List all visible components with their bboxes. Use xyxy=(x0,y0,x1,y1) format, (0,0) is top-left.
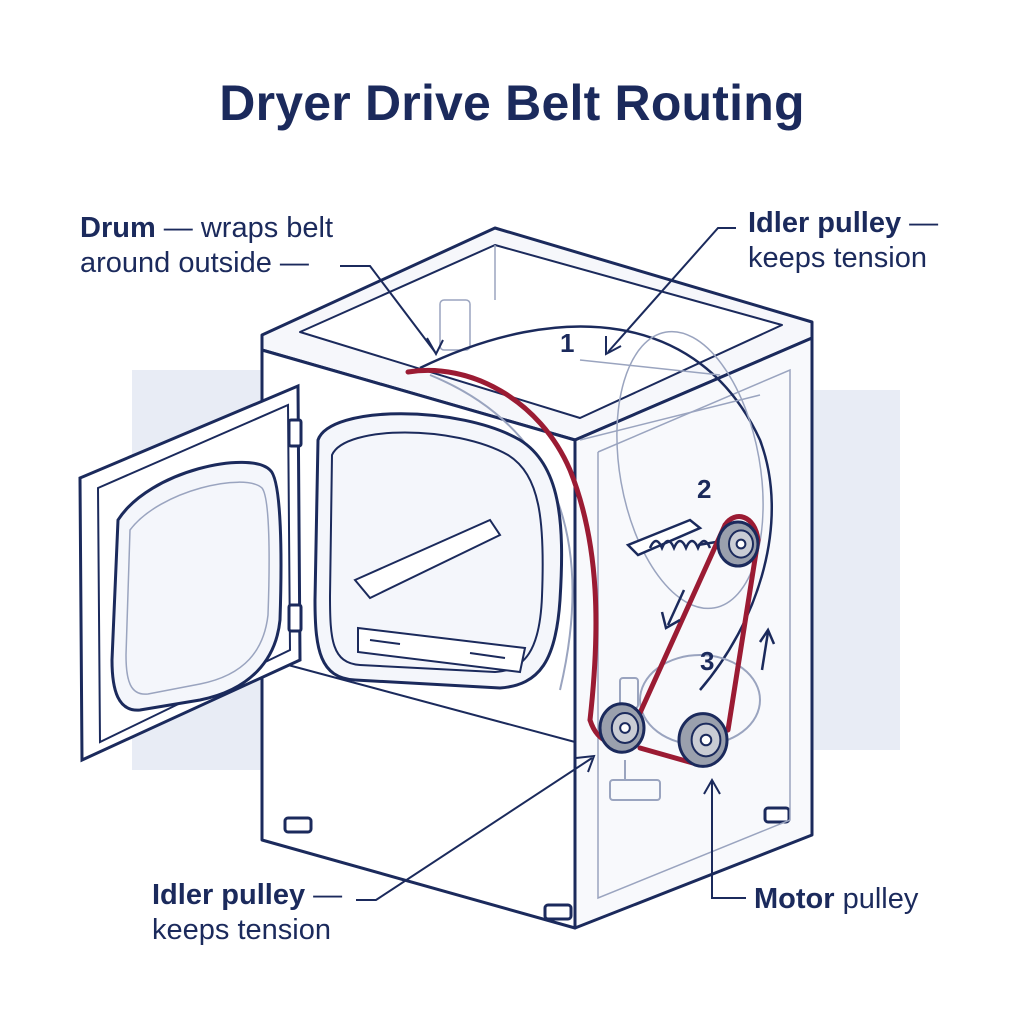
callout-idler-bottom-name: Idler pulley xyxy=(152,879,306,911)
callout-drum-line2: around outside — xyxy=(80,247,309,279)
leader-lines xyxy=(340,227,746,901)
callout-idler-bottom: Idler pulley — keeps tension xyxy=(152,878,342,948)
callout-idler-top-name: Idler pulley xyxy=(748,207,902,239)
callout-motor-text: pulley xyxy=(834,883,919,915)
callout-idler-top-line2: keeps tension xyxy=(748,242,927,274)
callout-motor: Motor pulley xyxy=(754,882,918,917)
pulleys-group xyxy=(598,520,760,768)
dryer-door xyxy=(78,383,303,763)
idler-pulley-upper xyxy=(716,520,760,568)
callout-motor-name: Motor xyxy=(754,883,835,915)
belt-direction-arrows xyxy=(660,589,776,671)
arrow-down-icon xyxy=(660,589,686,630)
callout-idler-top: Idler pulley — keeps tension xyxy=(748,206,938,276)
arrow-up-icon xyxy=(758,627,776,671)
callout-idler-top-dash: — xyxy=(901,207,939,239)
step-number-1: 1 xyxy=(560,328,575,358)
leader-idler-bottom xyxy=(356,757,593,901)
callout-idler-bottom-line2: keeps tension xyxy=(152,914,331,946)
motor-pulley xyxy=(677,712,729,768)
idler-pulley-lower xyxy=(598,702,646,754)
leader-idler-top xyxy=(607,227,736,353)
callout-idler-bottom-dash: — xyxy=(305,879,343,911)
callout-drum: Drum — wraps belt around outside — xyxy=(80,211,333,281)
leader-drum xyxy=(340,265,436,353)
step-number-2: 2 xyxy=(697,474,712,504)
leader-motor xyxy=(711,782,746,899)
page-title: Dryer Drive Belt Routing xyxy=(219,75,805,131)
callout-drum-name: Drum xyxy=(80,212,156,244)
tension-spring xyxy=(625,518,729,557)
door-opening xyxy=(313,412,564,690)
step-number-3: 3 xyxy=(700,646,715,676)
callout-drum-text: — wraps belt xyxy=(155,212,334,244)
cabinet-inner-lines xyxy=(439,245,791,900)
